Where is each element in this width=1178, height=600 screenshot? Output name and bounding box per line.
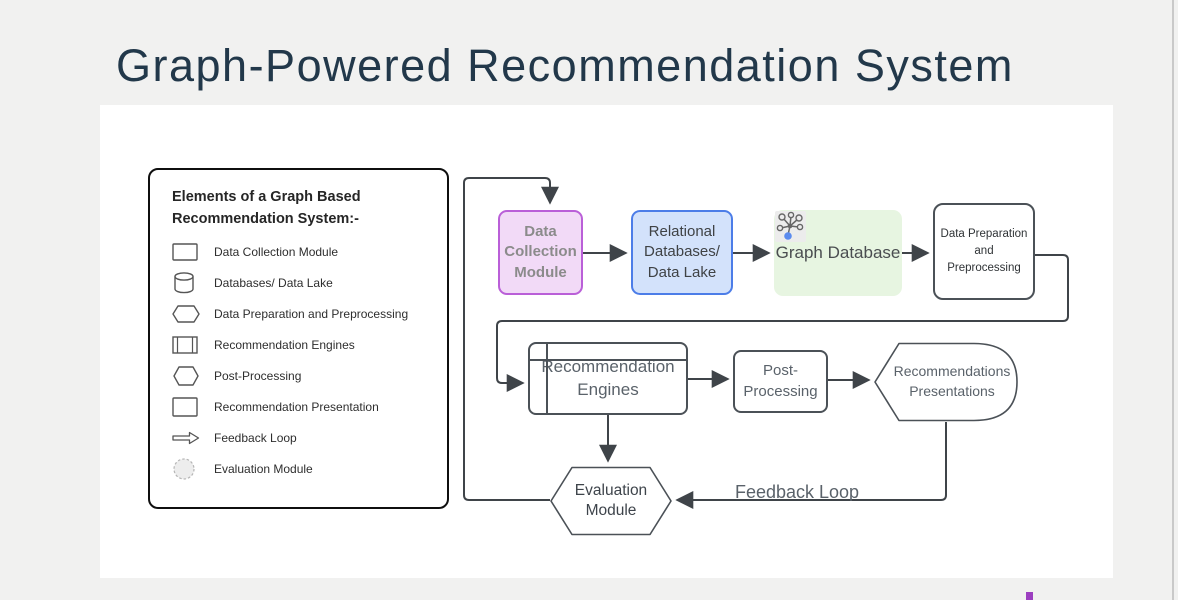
legend-item-data-preparation: Data Preparation and Preprocessing xyxy=(172,298,429,329)
flow-node-recommendations-presentations: Recommendations Presentations xyxy=(874,342,1018,422)
legend-item-label: Recommendation Engines xyxy=(214,337,355,352)
hexagon-icon xyxy=(172,365,202,386)
flow-node-data-preparation: Data Preparation and Preprocessing xyxy=(933,203,1035,300)
graph-network-icon xyxy=(775,211,806,249)
legend-title: Elements of a Graph Based Recommendation… xyxy=(172,189,361,227)
legend-item-recommendation-engines: Recommendation Engines xyxy=(172,329,429,360)
legend-item-feedback-loop: Feedback Loop xyxy=(172,422,429,453)
legend-item-label: Feedback Loop xyxy=(214,430,297,445)
right-edge-divider xyxy=(1172,0,1174,600)
legend-item-recommendation-presentation: Recommendation Presentation xyxy=(172,391,429,422)
flow-node-relational-databases: Relational Databases/ Data Lake xyxy=(631,210,733,295)
legend-item-label: Recommendation Presentation xyxy=(214,399,379,414)
node-label: Evaluation Module xyxy=(574,481,648,519)
node-label: Post-Processing xyxy=(743,362,818,400)
divider-line-vertical xyxy=(546,344,548,413)
flow-node-graph-database: Graph Database xyxy=(774,210,902,296)
feedback-loop-label: Feedback Loop xyxy=(734,482,860,501)
node-label: Recommendation Engines xyxy=(541,356,675,399)
hexagon-shape xyxy=(550,466,672,536)
feedback-arrow-icon xyxy=(172,431,202,445)
legend-item-label: Data Preparation and Preprocessing xyxy=(214,306,409,321)
node-label: Data Collection Module xyxy=(504,223,577,281)
flow-node-recommendation-engines: Recommendation Engines xyxy=(528,342,688,415)
divider-line-horizontal xyxy=(530,359,686,361)
legend-box: Elements of a Graph Based Recommendation… xyxy=(148,168,449,509)
flow-node-evaluation-module: Evaluation Module xyxy=(550,466,672,536)
node-label: Recommendations Presentations xyxy=(893,363,1011,399)
process-rectangle-icon xyxy=(172,335,202,354)
legend-item-data-collection-module: Data Collection Module xyxy=(172,236,429,267)
flow-node-data-collection-module: Data Collection Module xyxy=(498,210,583,295)
page-title: Graph-Powered Recommendation System xyxy=(116,40,1014,91)
node-label: Graph Database xyxy=(775,243,901,263)
node-label: Data Preparation and Preprocessing xyxy=(940,228,1028,274)
legend-rows: Data Collection Module Databases/ Data L… xyxy=(172,236,429,484)
legend-item-post-processing: Post-Processing xyxy=(172,360,429,391)
legend-item-label: Evaluation Module xyxy=(214,461,313,476)
hexagon-icon xyxy=(172,304,202,323)
legend-item-label: Databases/ Data Lake xyxy=(214,275,333,290)
node-label: Relational Databases/ Data Lake xyxy=(644,223,720,281)
flow-node-post-processing: Post-Processing xyxy=(733,350,828,413)
legend-item-evaluation-module: Evaluation Module xyxy=(172,453,429,484)
legend-item-databases-data-lake: Databases/ Data Lake xyxy=(172,267,429,298)
legend-item-label: Data Collection Module xyxy=(214,244,339,259)
purple-accent-mark xyxy=(1026,592,1033,600)
circle-icon xyxy=(172,457,202,481)
legend-item-label: Post-Processing xyxy=(214,368,302,383)
rectangle-icon xyxy=(172,242,202,261)
cylinder-icon xyxy=(172,271,202,295)
rectangle-icon xyxy=(172,396,202,417)
